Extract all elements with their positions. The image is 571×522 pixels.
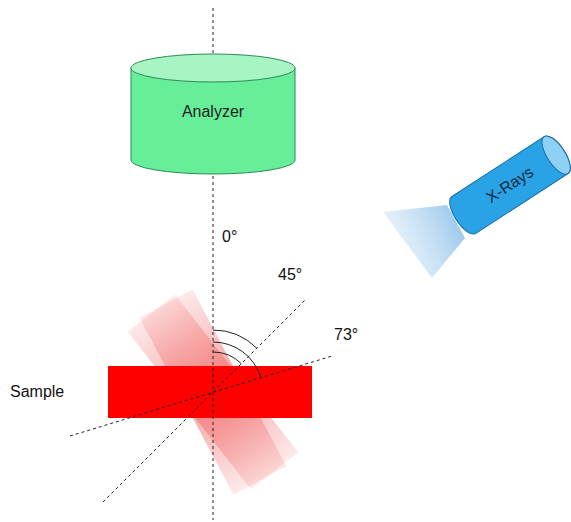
angle-label: 73° bbox=[332, 326, 360, 344]
analyzer-node: Analyzer bbox=[130, 53, 296, 175]
xray-beam bbox=[383, 205, 465, 278]
angle-axis bbox=[103, 300, 305, 502]
sample-label: Sample bbox=[8, 383, 66, 401]
xray-source-node: X-Rays bbox=[443, 130, 571, 239]
angle-label: 0° bbox=[220, 228, 239, 246]
angle-arc bbox=[213, 352, 241, 364]
angle-arc bbox=[213, 330, 257, 348]
angle-label: 45° bbox=[276, 266, 304, 284]
node-text: Analyzer bbox=[180, 103, 246, 121]
angle-arc bbox=[213, 342, 261, 377]
angle-axis bbox=[70, 356, 332, 436]
sample-slab bbox=[108, 366, 312, 418]
